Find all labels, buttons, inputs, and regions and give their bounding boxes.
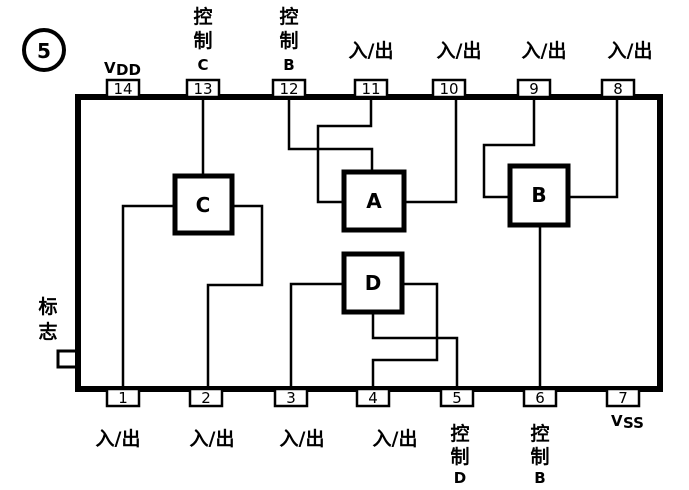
top-pin-13: 13 控 制 C	[185, 5, 221, 99]
pin-label-line: 入/出	[349, 39, 394, 62]
vdd-label: V	[104, 59, 116, 77]
pin-label-line: 入/出	[96, 427, 141, 450]
pin-label-line: 制	[530, 445, 549, 468]
pin-number: 5	[452, 389, 462, 407]
bottom-pin-5: 5 控 制 D	[439, 387, 475, 487]
pin-label-line: 制	[279, 29, 298, 52]
vss-label: V	[611, 412, 623, 430]
gate-a: A	[341, 169, 407, 233]
pin-label-line: 入/出	[608, 39, 653, 62]
top-pin-11: 11 入/出	[349, 39, 394, 99]
pin-label-line: 控	[193, 5, 212, 28]
bottom-pin-1: 1 入/出	[96, 387, 141, 450]
wire-pin12-a	[287, 97, 374, 172]
gate-d: D	[341, 251, 405, 315]
flag-label-line-2: 志	[38, 320, 57, 343]
pin-number: 10	[439, 80, 458, 98]
top-pin-9: 9 入/出	[516, 39, 567, 99]
pin-number: 3	[286, 389, 296, 407]
top-pin-14: 14 V DD	[104, 59, 141, 99]
pin-number: 11	[361, 80, 380, 98]
pin-label-line: 制	[193, 29, 212, 52]
pin-label-line: C	[197, 56, 208, 74]
pin-number: 7	[618, 389, 628, 407]
pin-number: 12	[279, 80, 298, 98]
pin-label-line: 制	[450, 445, 469, 468]
pin-label-line: 入/出	[280, 427, 325, 450]
pin-label-line: D	[454, 469, 466, 487]
gate-label: A	[366, 189, 382, 213]
wire-d-pin4	[371, 282, 439, 389]
vdd-subscript: DD	[116, 61, 141, 79]
pin-label-line: 入/出	[190, 427, 235, 450]
figure-number: 5	[37, 39, 51, 63]
figure-number-badge: 5	[22, 28, 66, 72]
pin-label-line: B	[283, 56, 294, 74]
gate-b: B	[507, 163, 571, 228]
wire-pin1-c	[121, 204, 175, 389]
wire-pin5-d	[371, 312, 459, 389]
vss-subscript: SS	[623, 414, 644, 432]
bottom-pin-2: 2 入/出	[188, 387, 235, 450]
gate-c: C	[172, 173, 235, 236]
pin-number: 4	[368, 389, 378, 407]
wire-pin3-d	[289, 282, 344, 389]
pin-number: 13	[193, 80, 212, 98]
bottom-pin-6: 6 控 制 B	[522, 387, 558, 487]
wire-pin9-b	[482, 97, 536, 199]
gate-label: B	[531, 183, 546, 207]
wire-b-pin8	[568, 97, 619, 199]
gate-label: C	[196, 193, 211, 217]
orientation-notch	[56, 349, 80, 369]
pin-label-line: 控	[450, 422, 469, 445]
wire-pin11-a	[316, 97, 373, 204]
top-pin-12: 12 控 制 B	[271, 5, 307, 99]
pin-number: 6	[535, 389, 545, 407]
pin-number: 14	[113, 80, 132, 98]
chip-body	[75, 94, 663, 392]
bottom-pin-3: 3 入/出	[273, 387, 325, 450]
pin-label-line: 入/出	[522, 39, 567, 62]
wire-a-pin10	[404, 97, 458, 204]
pin-label-line: 入/出	[373, 427, 418, 450]
bottom-pin-4: 4 入/出	[355, 387, 418, 450]
pin-label-line: 入/出	[437, 39, 482, 62]
wire-c-pin2	[206, 204, 264, 389]
gate-label: D	[365, 271, 382, 295]
top-pin-10: 10 入/出	[431, 39, 482, 99]
bottom-pin-7: 7 V SS	[605, 387, 644, 432]
pin-number: 1	[118, 389, 128, 407]
pin-label-line: 控	[279, 5, 298, 28]
pin-number: 8	[613, 80, 623, 98]
pin-label-line: B	[534, 469, 545, 487]
flag-label-line-1: 标	[38, 296, 57, 318]
pin-number: 9	[529, 80, 539, 98]
wires	[121, 97, 619, 389]
pin-label-line: 控	[530, 422, 549, 445]
pin-number: 2	[201, 389, 211, 407]
top-pin-8: 8 入/出	[600, 39, 653, 99]
